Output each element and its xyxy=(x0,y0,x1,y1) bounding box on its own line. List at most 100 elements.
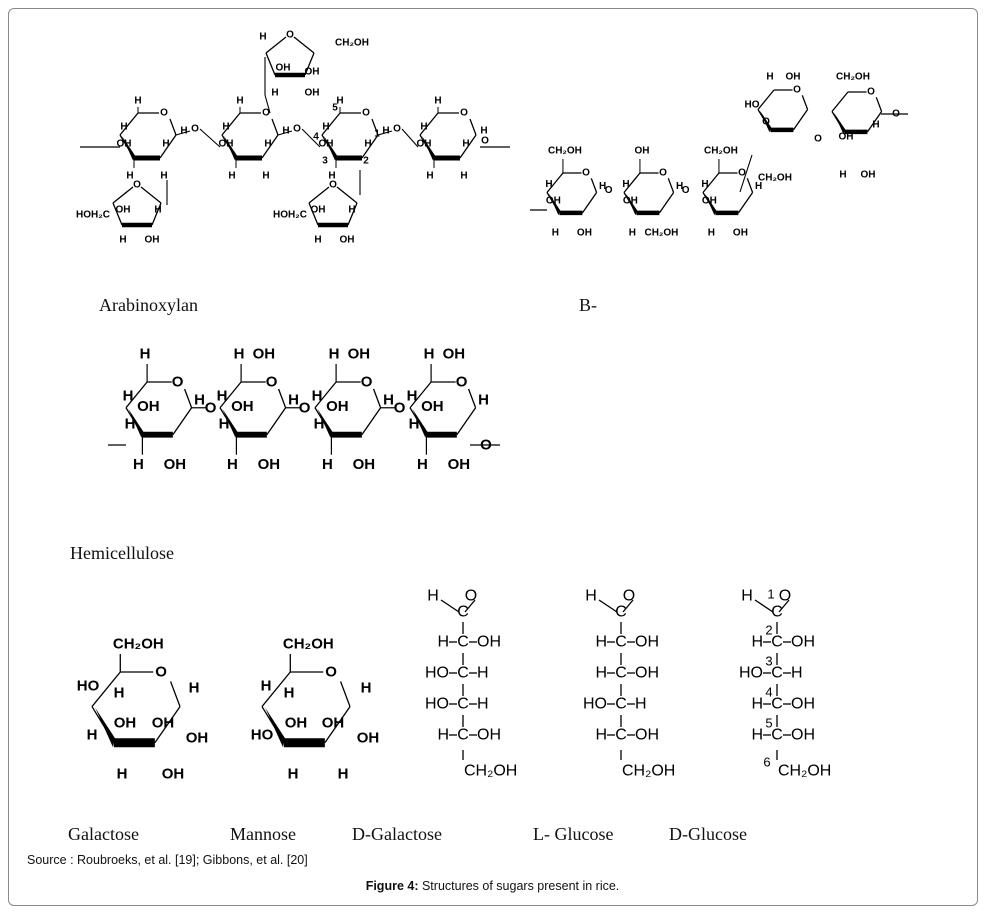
atom-label: H xyxy=(125,415,136,432)
ring-bond xyxy=(112,186,134,204)
ch2oh-group: CH₂OH xyxy=(464,763,517,780)
ring-bond xyxy=(623,172,641,193)
source-note: Source : Roubroeks, et al. [19]; Gibbons… xyxy=(27,853,308,867)
ring-oxygen: O xyxy=(266,374,278,391)
atom-label: H xyxy=(417,456,428,473)
ch2oh-group: CH₂OH xyxy=(622,763,675,780)
ring-bond xyxy=(361,407,382,436)
ring-bond xyxy=(154,706,181,744)
wedge-bond xyxy=(222,408,238,438)
atom-label: 2 xyxy=(363,156,369,167)
atom-label: OH xyxy=(786,72,801,83)
ch2oh-group: CH₂OH xyxy=(113,636,164,653)
atom-label: OH xyxy=(152,715,175,732)
aldehyde-o: O xyxy=(623,588,635,605)
atom-label: H xyxy=(87,727,98,744)
glycosidic-oxygen: O xyxy=(393,124,401,135)
atom-label: H xyxy=(755,181,762,192)
substituent-right: H xyxy=(791,665,803,682)
substituent-left: H xyxy=(595,665,607,682)
atom-label: 5 xyxy=(332,103,338,114)
ring-bond xyxy=(169,118,177,136)
ring-oxygen: O xyxy=(286,30,294,41)
atom-label: H xyxy=(839,170,846,181)
glycosidic-bond xyxy=(277,130,293,136)
glycosidic-oxygen: O xyxy=(205,399,217,416)
atom-label: H xyxy=(140,346,151,363)
ring-bond xyxy=(293,36,315,54)
carbon-number: 3 xyxy=(765,654,772,669)
ring-bond xyxy=(419,112,439,136)
atom-label: H xyxy=(462,139,469,150)
glycosidic-bond xyxy=(401,128,419,148)
ring-bond xyxy=(119,112,139,136)
atom-label: H xyxy=(434,96,441,107)
substituent-right: OH xyxy=(477,727,501,744)
atom-label: OH xyxy=(577,227,592,238)
ring-oxygen: O xyxy=(456,374,468,391)
atom-label: HOH₂C xyxy=(273,210,307,221)
atom-label: H xyxy=(134,96,141,107)
atom-label: H xyxy=(119,235,126,246)
carbon-number: 1 xyxy=(767,587,774,602)
atom-label: H xyxy=(676,181,683,192)
carbon: C xyxy=(457,727,469,744)
ring-bond xyxy=(159,134,177,159)
ring-bond xyxy=(746,178,754,193)
ring-bond xyxy=(183,388,193,408)
wedge-bond xyxy=(265,707,285,748)
ring-bond xyxy=(314,381,337,409)
substituent-right: H xyxy=(635,696,647,713)
carbon: C xyxy=(457,604,469,621)
ring-bond xyxy=(372,388,382,408)
atom-label: H xyxy=(407,387,418,404)
ring-oxygen: O xyxy=(362,108,370,119)
substituent-right: OH xyxy=(791,696,815,713)
atom-label: OH xyxy=(305,88,320,99)
carbon-number: 2 xyxy=(765,623,772,638)
atom-label: H xyxy=(133,456,144,473)
ring-oxygen: O xyxy=(329,180,337,191)
ring-oxygen: O xyxy=(738,168,746,179)
atom-label: OH xyxy=(276,63,291,74)
thick-ring-bond xyxy=(284,738,325,748)
substituent-left: HO xyxy=(739,665,763,682)
aldehyde-h: H xyxy=(427,588,439,605)
ring-bond xyxy=(459,134,477,159)
ring-bond xyxy=(261,134,279,159)
atom-label: OH xyxy=(164,456,187,473)
atom-label: OH xyxy=(546,195,561,206)
atom-label: H xyxy=(338,766,349,783)
atom-label: H xyxy=(872,120,879,131)
atom-label: H xyxy=(622,179,629,190)
atom-label: OH xyxy=(117,139,132,150)
thick-ring-bond xyxy=(331,431,362,438)
atom-label: H xyxy=(217,387,228,404)
atom-label: H xyxy=(234,346,245,363)
atom-label: OH xyxy=(353,456,376,473)
bond xyxy=(778,599,790,613)
ring-bond xyxy=(792,109,809,131)
aldehyde-o: O xyxy=(465,588,477,605)
ring-bond xyxy=(221,112,241,136)
atom-label: H xyxy=(552,227,559,238)
glycosidic-oxygen: O xyxy=(299,399,311,416)
atom-label: H xyxy=(409,415,420,432)
ch2oh-group: CH₂OH xyxy=(283,636,334,653)
glycosidic-bond xyxy=(199,128,221,148)
figure-caption: Figure 4: Structures of sugars present i… xyxy=(0,879,985,893)
atom-label: H xyxy=(426,171,433,182)
atom-label: OH xyxy=(116,205,131,216)
ring-bond xyxy=(321,112,341,136)
carbon: C xyxy=(615,696,627,713)
atom-label: H xyxy=(194,391,205,408)
substituent-left: HO xyxy=(425,696,449,713)
substituent-right: OH xyxy=(791,727,815,744)
thick-ring-bond xyxy=(559,210,583,216)
substituent-left: H xyxy=(751,634,763,651)
ring-oxygen: O xyxy=(793,85,801,96)
ring-bond xyxy=(172,407,193,436)
aldehyde-h: H xyxy=(741,588,753,605)
substituent-left: HO xyxy=(583,696,607,713)
substituent-left: H xyxy=(437,634,449,651)
